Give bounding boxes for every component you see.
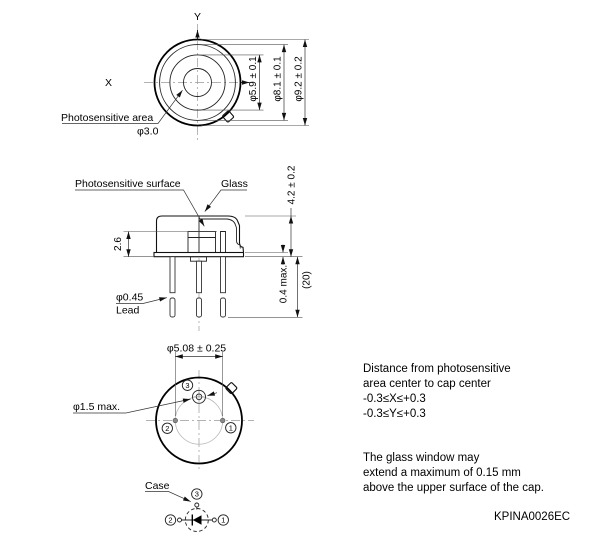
case-pin3-number-circle — [191, 488, 203, 500]
cap-body-circle — [159, 44, 236, 121]
dim-flange-thickness-label: 0.4 max. — [279, 265, 290, 303]
lead-diameter-label: φ0.45 — [116, 292, 143, 304]
pin2-number: 2 — [161, 422, 173, 434]
lead-right-lower — [220, 297, 226, 318]
document-number: KPINA0026EC — [494, 511, 571, 523]
dim-pin3-insulation-label: φ1.5 max. — [73, 401, 120, 413]
case-pin2-number-circle — [164, 514, 177, 526]
pin3-number-circle — [181, 379, 194, 391]
glass-note-line1: The glass window may — [363, 452, 480, 464]
case-pin1-number-circle — [217, 514, 229, 526]
case-pin3-number: 3 — [191, 488, 203, 500]
glass-leader — [204, 189, 247, 212]
case-pin2-number-text: 2 — [168, 516, 172, 525]
dim-window-label: φ5.9 ± 0.1 — [248, 56, 259, 102]
chip-block — [187, 231, 216, 253]
dim-lead-length-label: (20) — [302, 271, 313, 289]
alignment-note-line3: -0.3≤X≤+0.3 — [363, 393, 426, 405]
pin3-insulation-leader-left — [73, 398, 191, 414]
alignment-note-line2: area center to cap center — [363, 378, 491, 390]
lead-right-upper — [220, 256, 226, 294]
glass-label: Glass — [221, 178, 248, 190]
terminal2-circle — [177, 517, 182, 523]
diode-triangle — [192, 515, 202, 525]
case-diagram: Case 3 2 1 — [145, 480, 229, 532]
pin1-number-text: 1 — [229, 424, 233, 433]
lead-center-upper — [196, 260, 202, 294]
alignment-note-line1: Distance from photosensitive — [363, 363, 511, 375]
glass-note-line3: above the upper surface of the cap. — [363, 482, 544, 494]
lead-left-lower — [169, 297, 176, 318]
x-axis-label: X — [105, 77, 112, 89]
photosensitive-area-leader — [62, 89, 183, 124]
bottom-view: 3 2 1 φ5.08 ± 0.25 φ1.5 max. — [73, 343, 254, 469]
lead-center-lower — [196, 297, 202, 318]
lead-word-label: Lead — [116, 305, 140, 317]
side-view: Photosensitive surface Glass 2.6 4.2 ± 0… — [75, 165, 313, 331]
photosensitive-surface-leader — [75, 189, 205, 227]
terminal3-circle — [194, 502, 200, 508]
dim-flange-label: φ9.2 ± 0.2 — [294, 56, 305, 102]
dim-cap-label: φ8.1 ± 0.1 — [273, 56, 284, 102]
window-circle — [169, 54, 226, 111]
pin2-number-circle — [161, 422, 173, 434]
glass-note-line2: extend a maximum of 0.15 mm — [363, 467, 521, 479]
terminal1-circle — [211, 517, 217, 523]
flange — [153, 251, 245, 258]
pin1-number-circle — [225, 422, 237, 434]
bottom-view-tab — [225, 382, 238, 395]
glass-note: The glass window may extend a maximum of… — [363, 451, 544, 496]
case-pin1-number-text: 1 — [221, 516, 225, 525]
bottom-outer-circle — [155, 376, 243, 465]
top-view: Y X Photosensitive area φ3.0 φ5.9 ± 0.1 … — [61, 11, 309, 141]
photosensitive-area-circle — [183, 68, 212, 97]
photosensitive-surface-label: Photosensitive surface — [75, 178, 181, 190]
dim-lead-circle-label: φ5.08 ± 0.25 — [167, 343, 226, 355]
pin3-insulation-leader-right — [207, 391, 218, 397]
photosensitive-area-label: Photosensitive area — [61, 112, 153, 124]
pin3-number: 3 — [181, 379, 194, 391]
top-view-tab — [222, 110, 235, 123]
pin1-dot — [220, 417, 226, 424]
case-label: Case — [145, 480, 170, 492]
pin3-insulation-circle — [192, 389, 206, 404]
case-pin3-number-text: 3 — [195, 490, 199, 499]
pin1-number: 1 — [225, 422, 237, 434]
lead-left-upper — [169, 256, 176, 294]
dim-surface-height-label: 2.6 — [113, 237, 124, 251]
dim-cap-height-label: 4.2 ± 0.2 — [287, 165, 298, 204]
photosensitive-area-diameter: φ3.0 — [137, 126, 159, 138]
lead-leader — [116, 297, 167, 304]
case-pin2-number: 2 — [164, 514, 177, 526]
pin2-number-text: 2 — [165, 424, 169, 433]
pin3-number-text: 3 — [185, 381, 189, 390]
alignment-note: Distance from photosensitive area center… — [363, 362, 511, 422]
case-pin1-number: 1 — [217, 514, 229, 526]
case-leader — [145, 491, 191, 502]
pin2-dot — [172, 417, 178, 424]
center-lead-seal — [190, 256, 207, 262]
alignment-note-line4: -0.3≤Y≤+0.3 — [363, 408, 426, 420]
inner-lead-pillar — [220, 231, 226, 253]
cap-inner-profile — [199, 218, 241, 249]
y-axis-label: Y — [194, 11, 201, 23]
cap-outline — [155, 215, 245, 253]
